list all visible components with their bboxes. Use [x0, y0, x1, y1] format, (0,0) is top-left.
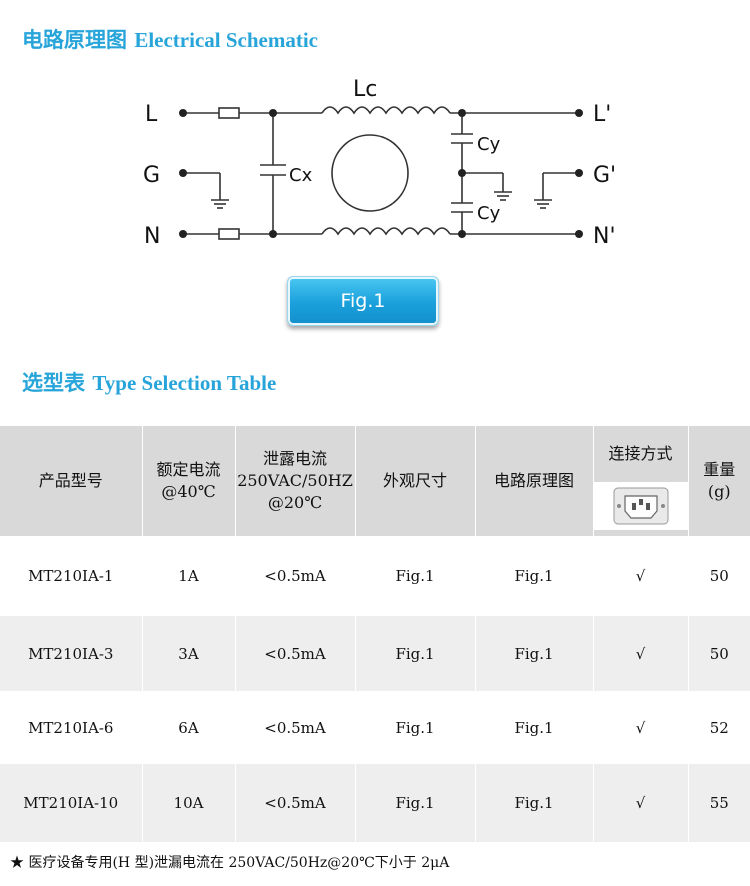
header-model: 产品型号 — [0, 426, 143, 536]
cx-label: Cx — [289, 165, 313, 186]
selection-table-wrapper: 产品型号 额定电流 @40℃ 泄露电流 250VAC/50HZ @20℃ 外观尺… — [0, 426, 750, 842]
cell-weight: 52 — [688, 691, 750, 764]
output-label-n: N' — [593, 224, 616, 249]
cell-current: 3A — [142, 616, 236, 691]
table-header-row: 产品型号 额定电流 @40℃ 泄露电流 250VAC/50HZ @20℃ 外观尺… — [0, 426, 750, 536]
cell-connection: √ — [593, 616, 689, 691]
input-label-l: L — [145, 102, 158, 127]
cell-leakage: <0.5mA — [235, 764, 356, 842]
cell-current: 1A — [142, 536, 236, 616]
cell-leakage: <0.5mA — [235, 616, 356, 691]
header-circuit: 电路原理图 — [475, 426, 594, 536]
cell-model: MT210IA-1 — [0, 536, 143, 616]
cy-label-top: Cy — [477, 134, 501, 155]
cell-circuit: Fig.1 — [475, 764, 594, 842]
cell-model: MT210IA-6 — [0, 691, 143, 764]
section-title-schematic: 电路原理图 Electrical Schematic — [22, 24, 318, 54]
inductor-label: Lc — [353, 77, 377, 102]
cell-dimensions: Fig.1 — [355, 616, 476, 691]
cell-connection: √ — [593, 691, 689, 764]
fig-1-button-label: Fig.1 — [340, 290, 386, 312]
section-title-cn: 电路原理图 — [22, 27, 127, 52]
cell-circuit: Fig.1 — [475, 536, 594, 616]
cell-model: MT210IA-10 — [0, 764, 143, 842]
cell-weight: 55 — [688, 764, 750, 842]
table-row: MT210IA-6 6A <0.5mA Fig.1 Fig.1 √ 52 — [0, 691, 750, 764]
circuit-schematic: Lc Cx Cy Cy L G N L' G' N' — [143, 77, 616, 249]
table-row: MT210IA-10 10A <0.5mA Fig.1 Fig.1 √ 55 — [0, 764, 750, 842]
iec-c14-inlet-icon — [613, 487, 668, 525]
cell-dimensions: Fig.1 — [355, 536, 476, 616]
section-title-en: Electrical Schematic — [134, 28, 318, 52]
table-row: MT210IA-1 1A <0.5mA Fig.1 Fig.1 √ 50 — [0, 536, 750, 616]
table-row: MT210IA-3 3A <0.5mA Fig.1 Fig.1 √ 50 — [0, 616, 750, 691]
cell-current: 10A — [142, 764, 236, 842]
cell-connection: √ — [593, 536, 689, 616]
fig-1-button[interactable]: Fig.1 — [287, 276, 439, 326]
header-rated-current: 额定电流 @40℃ — [142, 426, 236, 536]
section-title-en: Type Selection Table — [92, 371, 277, 395]
cell-weight: 50 — [688, 616, 750, 691]
header-weight: 重量 (g) — [688, 426, 750, 536]
cell-leakage: <0.5mA — [235, 536, 356, 616]
input-label-n: N — [144, 224, 160, 249]
cell-weight: 50 — [688, 536, 750, 616]
selection-table: 产品型号 额定电流 @40℃ 泄露电流 250VAC/50HZ @20℃ 外观尺… — [0, 426, 750, 842]
section-title-cn: 选型表 — [22, 370, 85, 395]
input-label-g: G — [143, 163, 160, 188]
cell-dimensions: Fig.1 — [355, 764, 476, 842]
output-label-l: L' — [593, 102, 611, 127]
output-label-g: G' — [593, 163, 616, 188]
footnote: ★ 医疗设备专用(H 型)泄漏电流在 250VAC/50Hz@20℃下小于 2μ… — [10, 855, 450, 871]
section-title-selection: 选型表 Type Selection Table — [22, 367, 276, 397]
cell-circuit: Fig.1 — [475, 616, 594, 691]
cell-dimensions: Fig.1 — [355, 691, 476, 764]
cell-current: 6A — [142, 691, 236, 764]
header-leakage-current: 泄露电流 250VAC/50HZ @20℃ — [235, 426, 356, 536]
header-dimensions: 外观尺寸 — [355, 426, 476, 536]
cell-leakage: <0.5mA — [235, 691, 356, 764]
cy-label-bottom: Cy — [477, 203, 501, 224]
header-connection: 连接方式 — [593, 426, 689, 536]
cell-circuit: Fig.1 — [475, 691, 594, 764]
cell-connection: √ — [593, 764, 689, 842]
cell-model: MT210IA-3 — [0, 616, 143, 691]
